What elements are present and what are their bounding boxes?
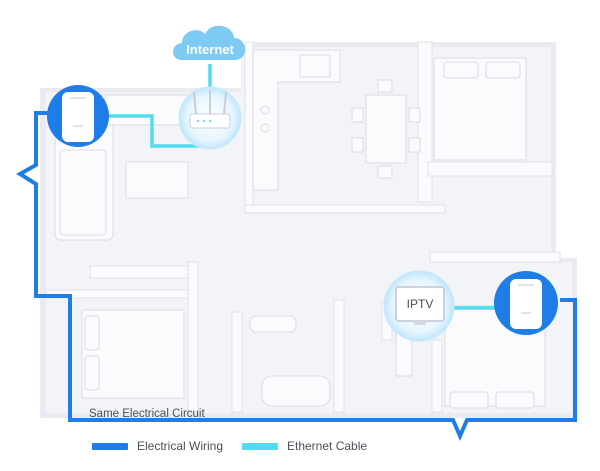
floor-plan — [40, 41, 577, 418]
legend-item-electrical: Electrical Wiring — [92, 438, 223, 454]
router-icon — [189, 90, 231, 129]
powerline-adapter-left — [47, 85, 109, 147]
electrical-wiring — [16, 111, 577, 441]
coffee-table — [125, 161, 189, 199]
powerline-adapter-icon — [510, 279, 542, 329]
internet-label: Internet — [186, 42, 234, 57]
legend-item-ethernet: Ethernet Cable — [242, 438, 367, 454]
legend-swatch-ethernet — [242, 442, 278, 450]
cloud-icon: Internet — [173, 25, 246, 60]
iptv-label: IPTV — [407, 297, 434, 311]
tv-icon: IPTV — [395, 286, 445, 325]
dining-table — [351, 79, 421, 179]
legend-swatch-electrical — [92, 442, 128, 450]
legend-label-electrical: Electrical Wiring — [137, 439, 224, 453]
bed-bottom-left — [81, 309, 185, 399]
legend-label-ethernet: Ethernet Cable — [287, 439, 368, 453]
bed-top-right — [433, 57, 527, 161]
bathroom-fixtures — [249, 315, 331, 407]
kitchen-counter — [252, 49, 341, 191]
powerline-adapter-icon — [62, 92, 94, 142]
legend: Electrical Wiring Ethernet Cable — [92, 438, 552, 454]
powerline-adapter-right — [494, 271, 558, 335]
same-circuit-label: Same Electrical Circuit — [89, 408, 205, 420]
